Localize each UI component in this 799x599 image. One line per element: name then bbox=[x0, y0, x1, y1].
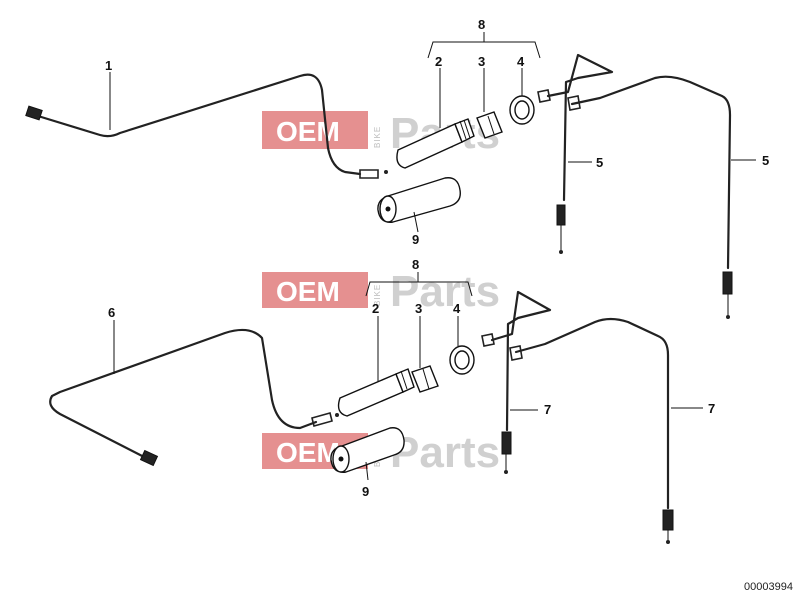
bracket-8-bottom bbox=[365, 272, 473, 297]
throttle-tube-part-2-bottom bbox=[337, 368, 415, 417]
throttle-tube-part-2-top bbox=[396, 118, 475, 169]
svg-text:BIKE: BIKE bbox=[373, 284, 382, 306]
svg-text:BIKE: BIKE bbox=[373, 126, 382, 148]
document-number: 00003994 bbox=[744, 581, 793, 593]
callout-top-3: 3 bbox=[478, 54, 485, 69]
watermark-bottom: OEM BIKE Parts bbox=[262, 428, 500, 477]
callout-top-4: 4 bbox=[517, 54, 525, 69]
callout-bot-6: 6 bbox=[108, 305, 115, 320]
callout-top-5a: 5 bbox=[596, 155, 603, 170]
cable-part-6 bbox=[49, 328, 339, 467]
svg-text:OEM: OEM bbox=[276, 116, 340, 147]
cable-part-7-long bbox=[509, 317, 674, 544]
grip-part-9-bottom bbox=[330, 427, 405, 473]
callout-top-9: 9 bbox=[412, 232, 419, 247]
svg-text:OEM: OEM bbox=[276, 437, 340, 468]
cable-part-7-short bbox=[481, 290, 552, 474]
svg-text:Parts: Parts bbox=[390, 267, 500, 316]
sleeve-part-3-top bbox=[476, 111, 503, 139]
callout-top-1: 1 bbox=[105, 58, 112, 73]
callout-bot-9: 9 bbox=[362, 484, 369, 499]
callout-top-8: 8 bbox=[478, 17, 485, 32]
cable-part-5-short bbox=[537, 53, 614, 254]
callout-bot-4: 4 bbox=[453, 301, 461, 316]
callout-bot-3: 3 bbox=[415, 301, 422, 316]
callout-top-5b: 5 bbox=[762, 153, 769, 168]
svg-text:OEM: OEM bbox=[276, 276, 340, 307]
callout-bot-2: 2 bbox=[372, 301, 379, 316]
callout-bot-7a: 7 bbox=[544, 402, 551, 417]
cable-part-1 bbox=[25, 73, 388, 179]
cap-part-4-bottom bbox=[449, 345, 475, 375]
cap-part-4-top bbox=[509, 95, 535, 125]
callout-bot-8: 8 bbox=[412, 257, 419, 272]
leaders-bottom bbox=[113, 316, 703, 481]
bracket-8-top bbox=[427, 32, 541, 59]
callout-bot-7b: 7 bbox=[708, 401, 715, 416]
grip-part-9-top bbox=[377, 177, 461, 223]
cable-part-5-long bbox=[567, 75, 733, 319]
callout-top-2: 2 bbox=[435, 54, 442, 69]
sleeve-part-3-bottom bbox=[411, 365, 439, 393]
leaders-top bbox=[109, 68, 756, 233]
watermark-middle: OEM BIKE Parts bbox=[262, 267, 500, 316]
svg-text:Parts: Parts bbox=[390, 428, 500, 477]
